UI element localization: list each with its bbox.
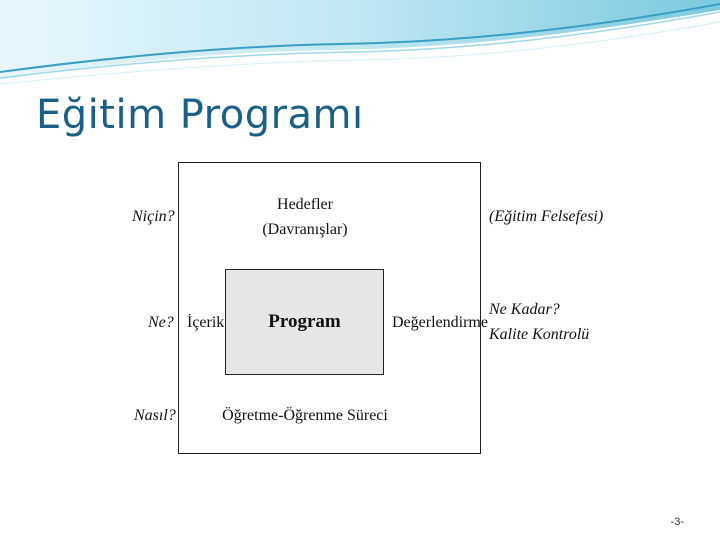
header-wave-decoration xyxy=(0,0,720,90)
process-label: Öğretme-Öğrenme Süreci xyxy=(215,406,395,426)
goals-sublabel: (Davranışlar) xyxy=(245,220,365,240)
how-much-note: Ne Kadar? xyxy=(489,300,560,320)
philosophy-note: (Eğitim Felsefesi) xyxy=(489,207,603,227)
question-why: Niçin? xyxy=(132,207,175,227)
content-label: İçerik xyxy=(187,313,224,333)
slide-title: Eğitim Programı xyxy=(36,92,364,138)
question-what: Ne? xyxy=(148,313,174,333)
evaluation-label: Değerlendirme xyxy=(392,313,488,333)
goals-label: Hedefler xyxy=(255,195,355,215)
quality-control-note: Kalite Kontrolü xyxy=(489,325,589,345)
page-number: -3- xyxy=(671,516,684,528)
question-how: Nasıl? xyxy=(134,406,176,426)
program-label: Program xyxy=(225,312,384,332)
